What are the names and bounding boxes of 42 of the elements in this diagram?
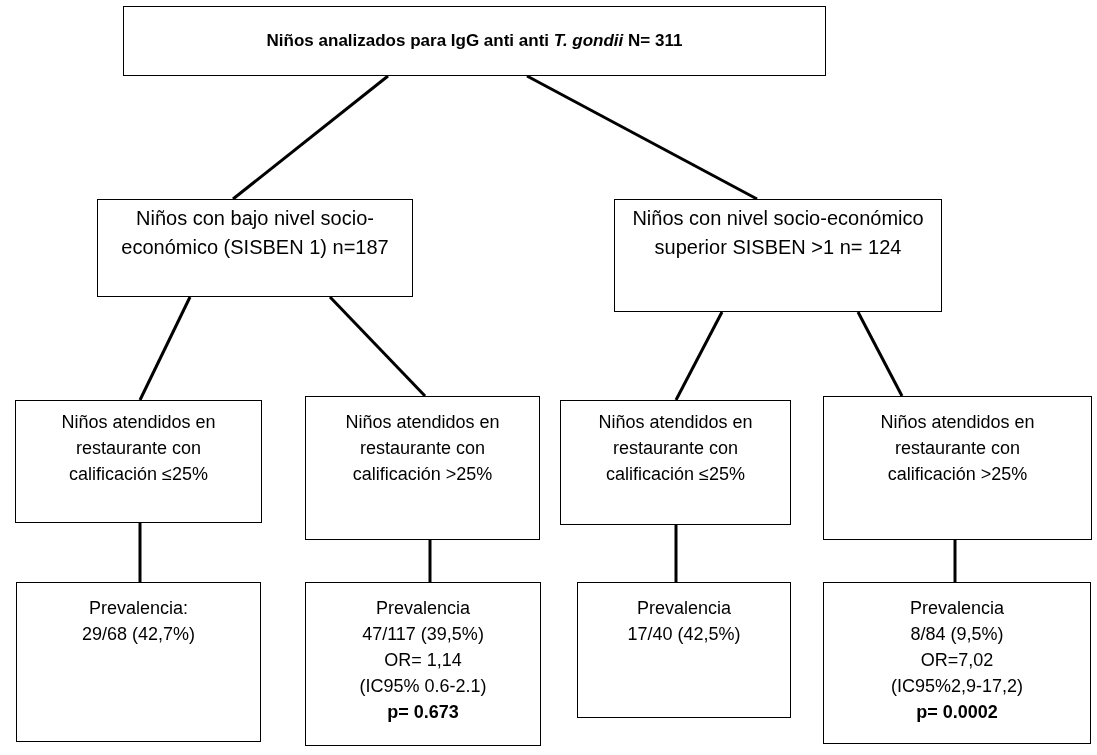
box-text: Prevalencia [636,597,732,620]
text-box [614,199,942,312]
connector-line [138,523,142,582]
connector-line [232,74,389,201]
box-text: p= 0.0002 [916,701,998,725]
box-text: 8/84 (9,5%) [910,623,1004,647]
text-box [305,582,541,746]
connector-line [428,540,432,582]
box-text: Niños analizados para IgG anti anti T. gondii N= 311 [266,29,683,52]
text-box [15,400,262,523]
box-text: Niños con bajo nivel socio-económico (SISBEN 1) n=187 [120,206,390,260]
box-text: OR= 1,14 [384,649,462,673]
box-text: Niños con nivel socio-económico superior SISBEN >1 n= 124 [631,206,925,260]
box-text: Niños atendidos en restaurante con calificación >25% [879,411,1036,487]
box-text: 17/40 (42,5%) [627,623,741,647]
connector-line [674,311,724,401]
box-text: Niños atendidos en restaurante con calificación >25% [344,411,501,487]
text-box [97,199,413,297]
box-text: p= 0.673 [387,701,459,725]
box-text: (IC95%2,9-17,2) [890,675,1024,699]
text-box [823,582,1091,744]
connector-line [328,295,427,398]
connector-line [526,74,758,201]
box-text: Niños atendidos en restaurante con calificación ≤25% [597,411,754,487]
connector-line [953,540,957,582]
connector-line [674,525,678,582]
box-text: (IC95% 0.6-2.1) [359,675,487,699]
box-text: 47/117 (39,5%) [362,623,484,647]
connector-line [856,311,904,397]
text-box [577,582,791,718]
box-text: Prevalencia: [88,597,189,620]
box-text: Niños atendidos en restaurante con calificación ≤25% [60,411,217,487]
box-text: Prevalencia [909,597,1005,620]
text-box [560,400,791,525]
text-box [123,6,826,76]
box-text: 29/68 (42,7%) [81,623,196,647]
text-box [823,396,1092,540]
box-text: Prevalencia [375,597,471,620]
connector-line [138,296,192,401]
text-box [305,396,540,540]
box-text: OR=7,02 [920,649,994,673]
text-box [16,582,261,742]
